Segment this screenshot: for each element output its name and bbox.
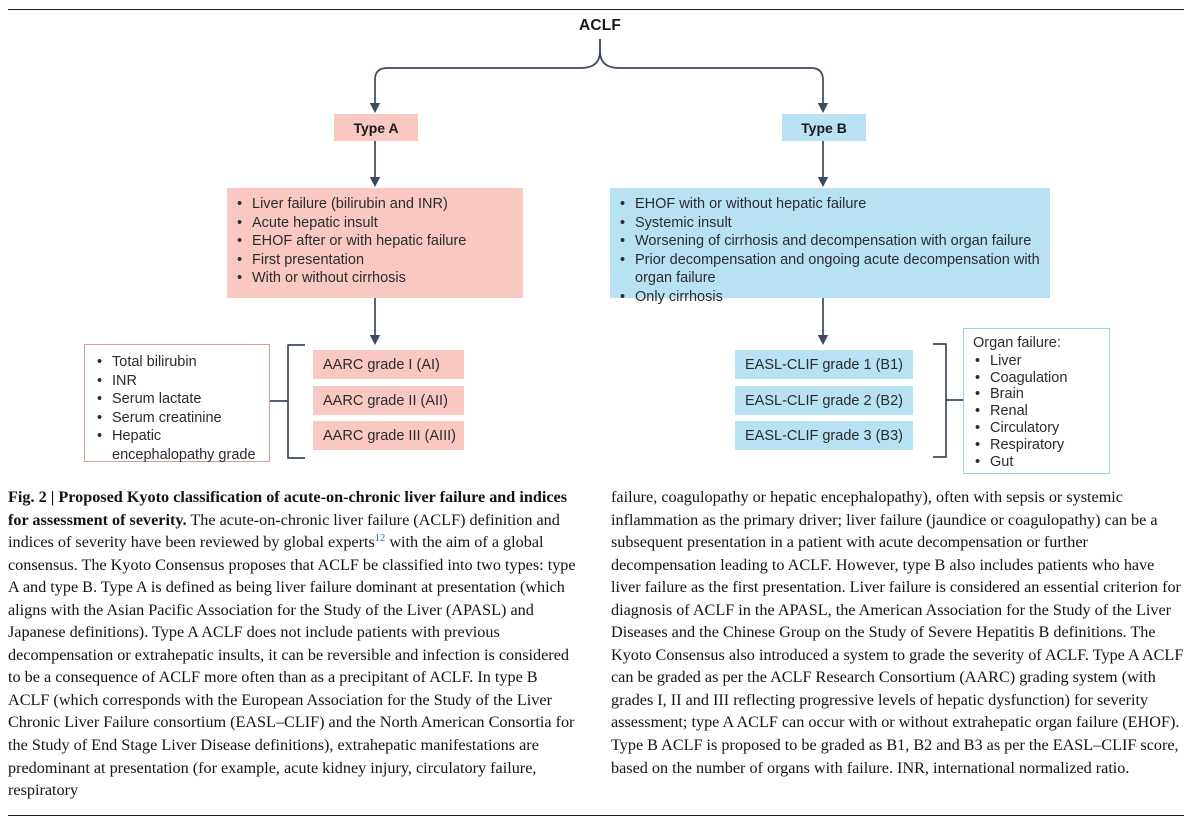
list-item: Gut [973,454,1105,471]
aarc-grade-3-box: AARC grade III (AIII) [313,421,464,450]
type-a-criteria-list: Liver failure (bilirubin and INR) Acute … [235,195,513,288]
easl-clif-grade-2-box: EASL-CLIF grade 2 (B2) [735,386,913,415]
list-item: Only cirrhosis [618,288,1040,307]
citation-reference-link[interactable]: 12 [374,533,386,545]
arrowhead-grades-a [369,335,381,345]
list-item: Renal [973,403,1105,420]
list-item: With or without cirrhosis [235,269,513,288]
type-b-criteria-list: EHOF with or without hepatic failure Sys… [618,195,1040,307]
list-item: Liver failure (bilirubin and INR) [235,195,513,214]
flowchart-connectors [270,39,963,459]
caption-column-1: Fig. 2 | Proposed Kyoto classification o… [8,486,581,802]
list-item: Respiratory [973,437,1105,454]
caption-text: The acute-on-chronic liver failure (ACLF… [8,510,560,552]
severity-indices-list: Total bilirubin INR Serum lactate Serum … [95,353,263,465]
caption-text: failure, coagulopathy or hepatic encepha… [611,488,1184,777]
list-item: Liver [973,353,1105,370]
list-item: Hepatic encephalopathy grade [95,427,263,464]
bottom-rule [8,815,1184,816]
list-item: EHOF with or without hepatic failure [618,195,1040,214]
easl-clif-grade-1-box: EASL-CLIF grade 1 (B1) [735,350,913,379]
aarc-grades-bracket [287,344,305,459]
type-b-criteria-box: EHOF with or without hepatic failure Sys… [610,188,1050,306]
list-item: INR [95,372,263,391]
aclf-root-label: ACLF [578,17,622,34]
type-b-label-box: Type B [782,114,866,141]
arrowhead-type-a [369,103,381,113]
list-item: Serum creatinine [95,409,263,428]
organ-failure-title: Organ failure: [973,335,1061,351]
figure-number-label: Fig. 2 | [8,488,59,506]
aclf-split-left-connector [374,39,601,104]
list-item: Systemic insult [618,214,1040,233]
arrowhead-criteria-b [817,177,829,187]
list-item: Brain [973,386,1105,403]
aclf-split-right-connector [599,39,824,104]
arrowhead-type-b [817,103,829,113]
caption-column-2: failure, coagulopathy or hepatic encepha… [611,486,1184,802]
arrowhead-grades-b [817,335,829,345]
arrowhead-criteria-a [369,177,381,187]
list-item: Coagulation [973,370,1105,387]
organ-failure-box: Organ failure: Liver Coagulation Brain R… [963,328,1110,474]
list-item: Prior decompensation and ongoing acute d… [618,251,1040,288]
list-item: Circulatory [973,420,1105,437]
type-a-label-box: Type A [334,114,418,141]
list-item: Acute hepatic insult [235,214,513,233]
list-item: EHOF after or with hepatic failure [235,232,513,251]
caption-title: Proposed Kyoto classification of acute-o… [8,488,568,529]
list-item: Worsening of cirrhosis and decompensatio… [618,232,1040,251]
list-item: First presentation [235,251,513,270]
aarc-grade-2-box: AARC grade II (AII) [313,386,464,415]
figure-caption: Fig. 2 | Proposed Kyoto classification o… [8,486,1184,802]
list-item: Serum lactate [95,390,263,409]
aarc-grade-1-box: AARC grade I (AI) [313,350,464,379]
caption-text: with the aim of a global consensus. The … [8,533,576,800]
easl-grades-bracket [933,343,947,458]
severity-indices-box: Total bilirubin INR Serum lactate Serum … [84,344,270,465]
type-a-criteria-box: Liver failure (bilirubin and INR) Acute … [227,188,523,298]
easl-clif-grade-3-box: EASL-CLIF grade 3 (B3) [735,421,913,450]
list-item: Total bilirubin [95,353,263,372]
organ-failure-list: Liver Coagulation Brain Renal Circulator… [973,353,1105,471]
top-rule [8,9,1184,10]
